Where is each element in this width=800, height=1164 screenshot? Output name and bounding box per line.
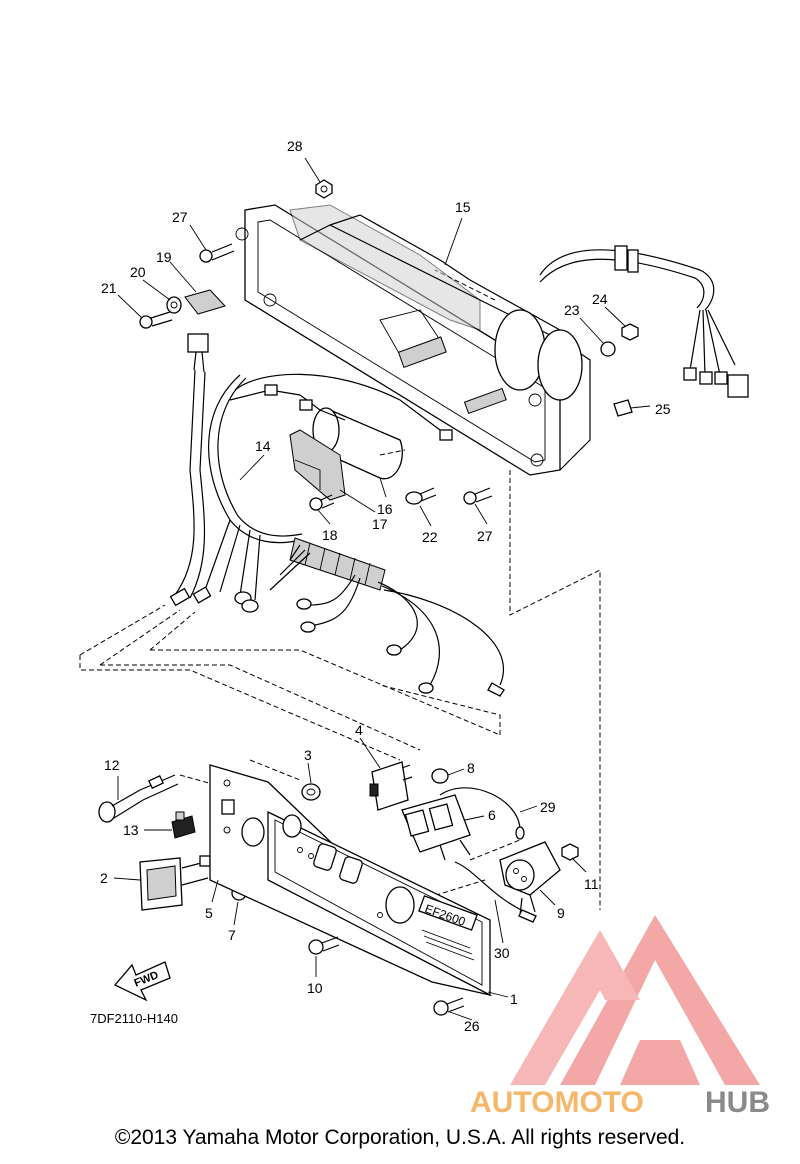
output-harness [539,245,749,398]
callout-21: 21 [101,280,117,296]
control-panel-1: EF2600 [209,764,493,997]
callout-22: 22 [422,529,438,545]
callout-10: 10 [307,980,323,996]
plug-12 [98,774,179,823]
callout-19: 19 [156,249,172,265]
callout-8: 8 [467,760,475,776]
wire-29 [439,787,525,840]
copyright-notice: ©2013 Yamaha Motor Corporation, U.S.A. A… [114,1126,686,1149]
pad-25 [613,399,633,417]
cap-19 [184,289,226,315]
callout-6: 6 [488,807,496,823]
grommet-3 [301,783,321,801]
connector-19 [187,333,209,373]
callout-4: 4 [355,722,363,738]
switch-13 [171,811,196,839]
bolt-27a [199,243,235,263]
receptacle-6 [401,794,471,861]
watermark-text-1: AUTOMOTO [470,1086,644,1119]
breaker-2 [139,855,211,911]
fwd-arrow-icon: FWD [113,961,171,1002]
callout-25: 25 [655,401,671,417]
callout-23: 23 [564,302,580,318]
screw-21 [139,311,173,329]
callout-1: 1 [510,991,518,1007]
callout-17: 17 [372,516,388,532]
callout-5: 5 [205,905,213,921]
washer-20 [166,296,182,314]
callout-16: 16 [377,501,393,517]
callout-27a: 27 [172,209,188,225]
screw-10 [308,936,340,955]
callout-3: 3 [304,747,312,763]
callout-9: 9 [557,905,565,921]
callout-20: 20 [130,264,146,280]
bracket-17 [289,429,346,501]
watermark-logo [510,915,760,1085]
callout-12: 12 [104,757,120,773]
wire-harness-14 [169,369,505,697]
callout-7: 7 [228,927,236,943]
drawing-code: 7DF2110-H140 [90,1011,178,1026]
screw-18 [309,494,335,511]
watermark-text-2: HUB [705,1086,770,1119]
nut-24 [621,323,639,341]
callout-18: 18 [322,527,338,543]
callout-11: 11 [584,876,599,892]
receptacle-9 [499,841,561,916]
callout-29: 29 [540,799,556,815]
bolt-22 [405,487,437,505]
callout-14: 14 [255,438,271,454]
callout-13: 13 [123,822,139,838]
nut-11 [561,843,579,861]
callout-26: 26 [464,1018,480,1034]
callout-2: 2 [100,870,108,886]
washer-23 [600,341,616,357]
callout-28: 28 [287,138,303,154]
grommet-8 [431,768,449,784]
screw-26 [433,997,465,1016]
leader-lines [113,157,651,1021]
callout-15: 15 [455,199,471,215]
callout-27b: 27 [477,528,493,544]
switch-4 [369,761,413,811]
callout-30: 30 [494,945,510,961]
wire-30 [454,861,537,923]
callout-24: 24 [592,291,608,307]
nut-28 [315,179,333,199]
bolt-27b [463,487,493,505]
capacitor-16 [312,407,406,480]
control-box-15 [235,204,591,476]
